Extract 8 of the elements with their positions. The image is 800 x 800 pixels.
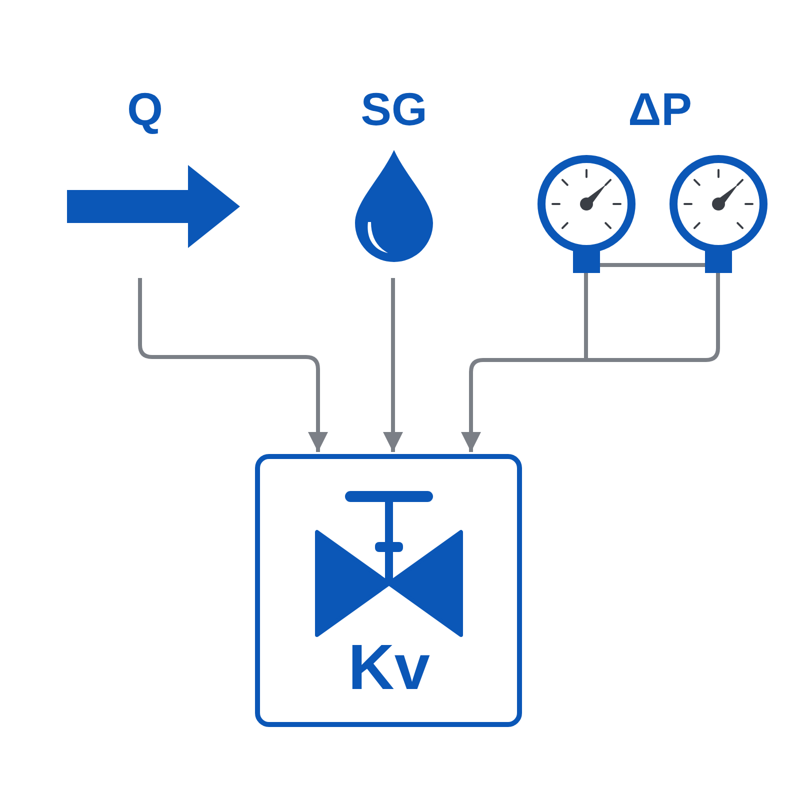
variable-label: SG: [360, 86, 428, 132]
arrow: [383, 278, 403, 452]
arrow: [138, 278, 328, 452]
arrow: [461, 271, 720, 454]
variable-label: Q: [127, 86, 163, 132]
variable-label: ΔP: [628, 86, 692, 132]
process-box: [255, 454, 522, 727]
variable-label: Kv: [348, 635, 430, 699]
